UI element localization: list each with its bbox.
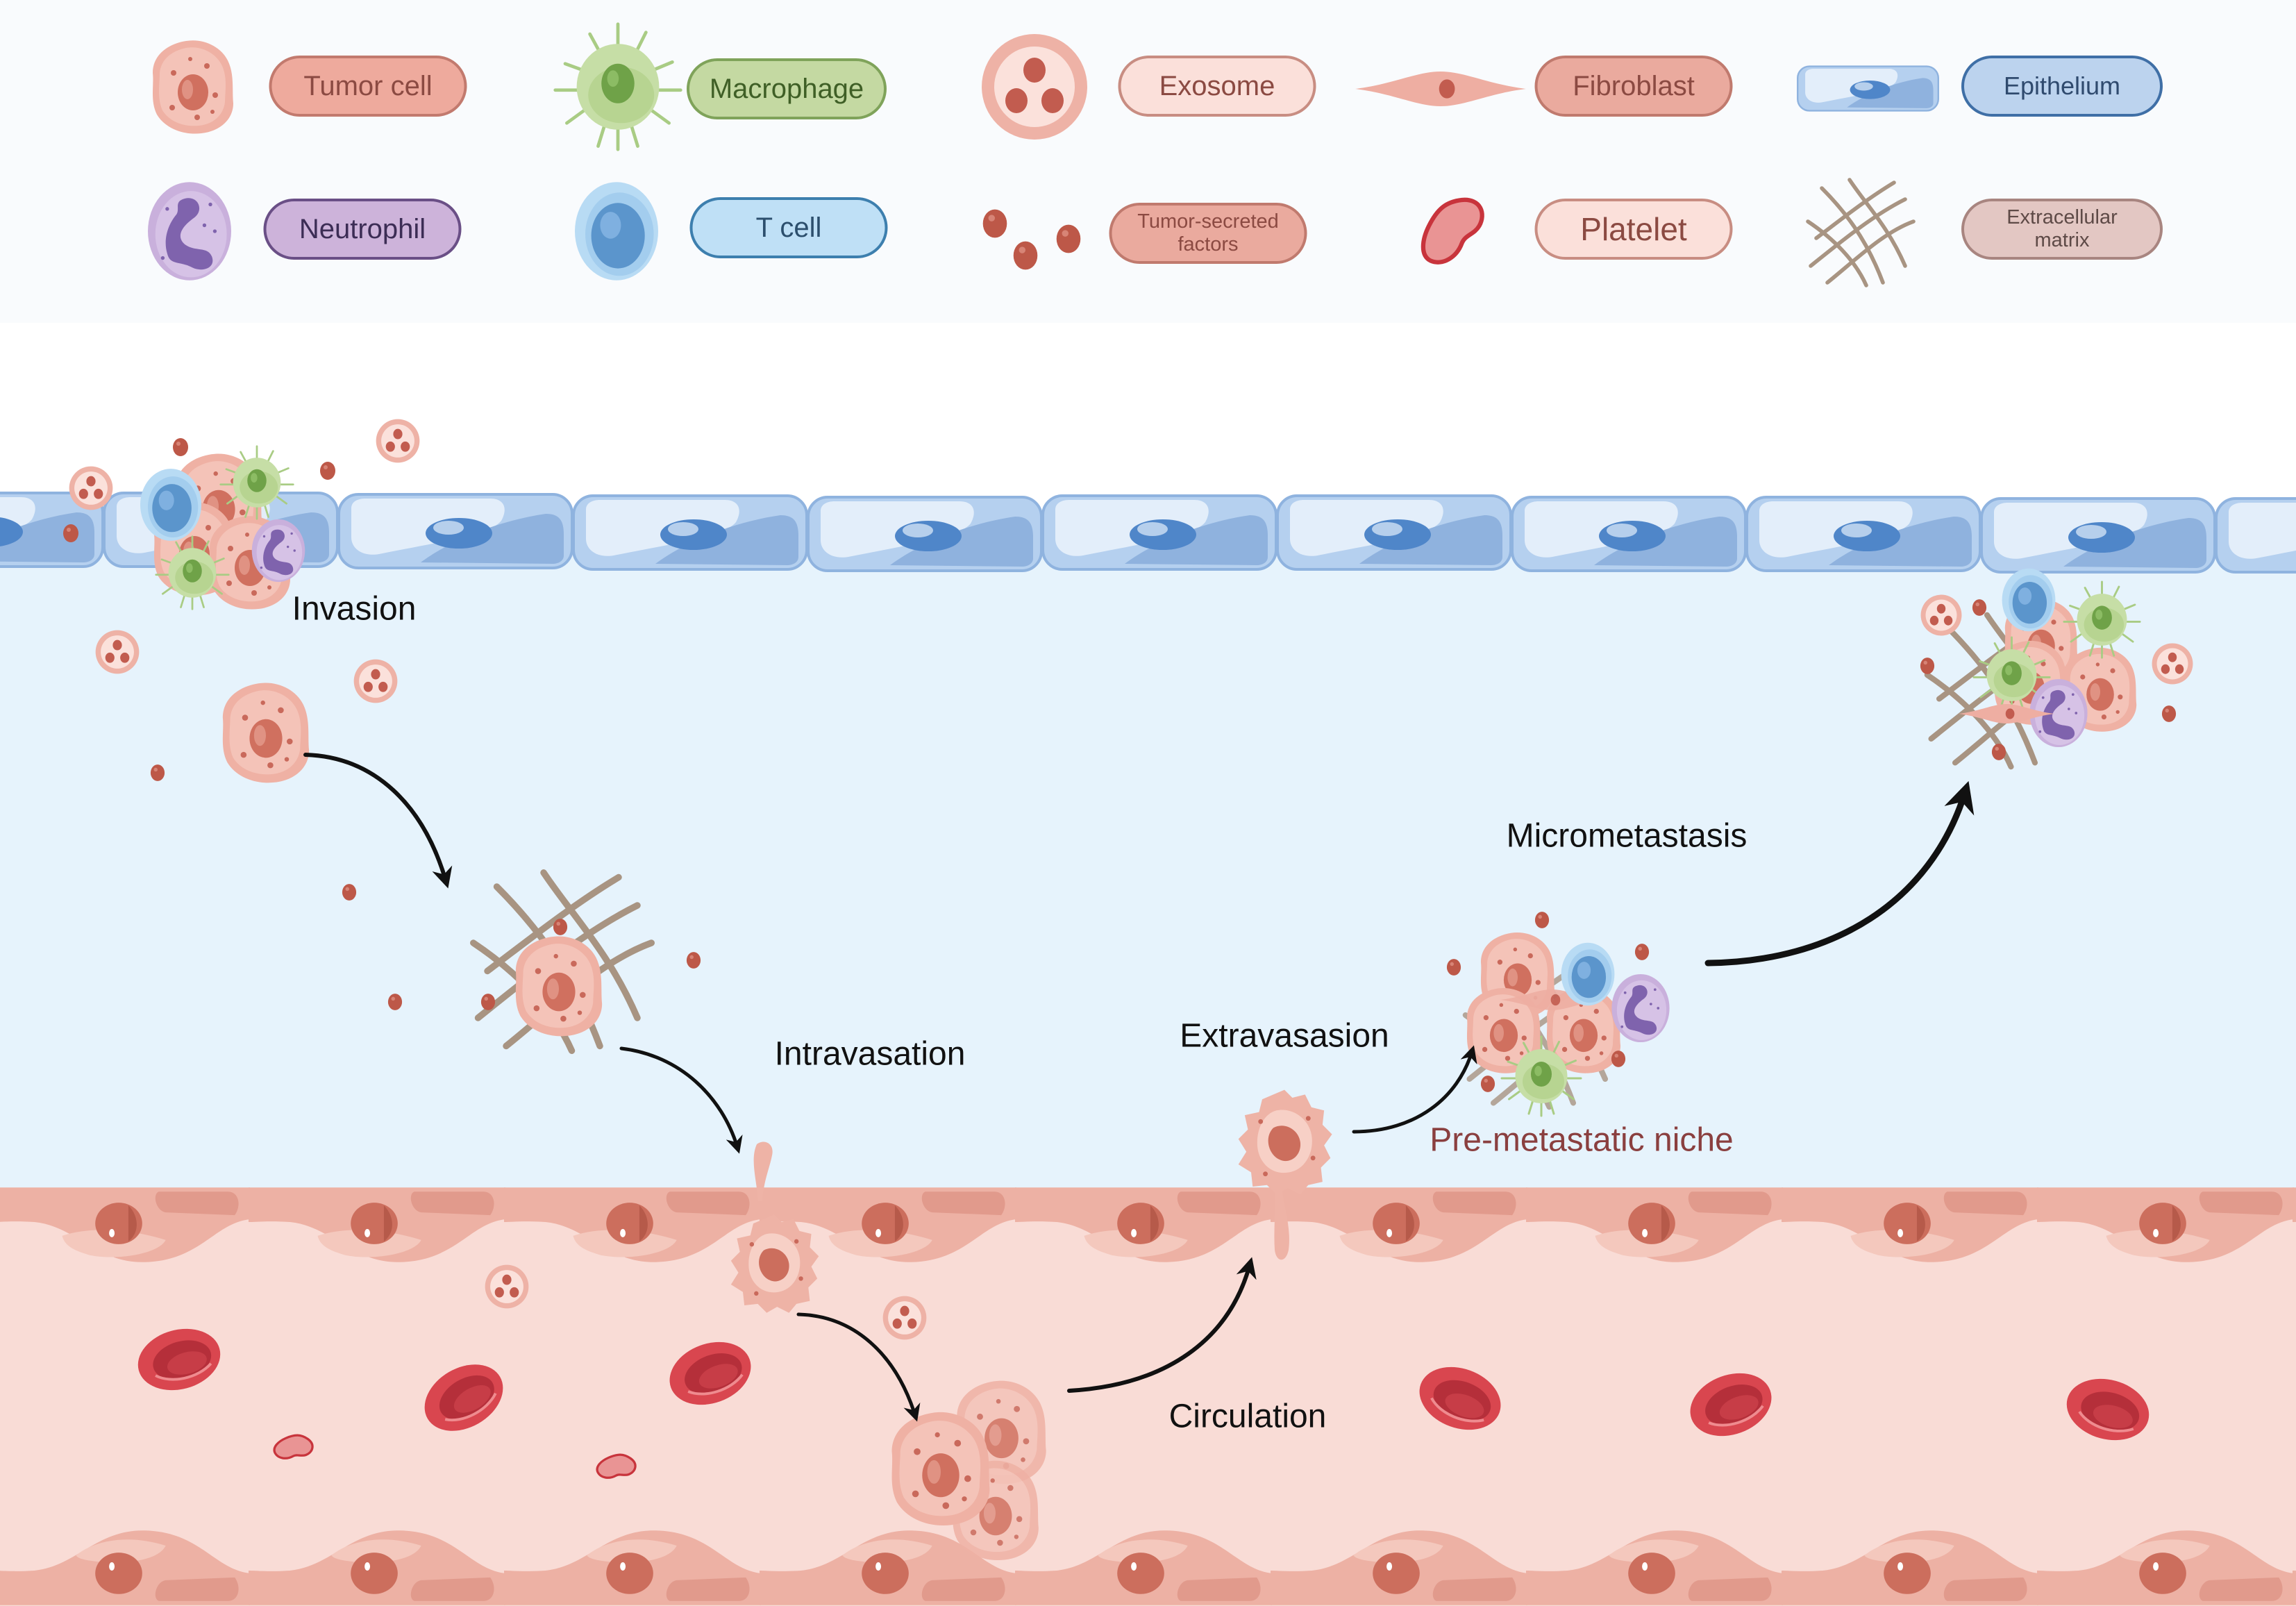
arrow-to-extravasation	[1067, 1257, 1257, 1393]
legend-label-exosome: Exosome	[1118, 56, 1316, 117]
tumor-cell-icon	[153, 40, 233, 134]
fibroblast-icon	[1355, 72, 1526, 106]
label-intravasation: Intravasation	[774, 1035, 966, 1073]
secreted-factor	[173, 438, 188, 456]
legend-label-tumor-cell: Tumor cell	[269, 56, 467, 117]
legend-text: Platelet	[1580, 210, 1687, 247]
epithelial-cell	[337, 493, 573, 569]
epithelial-cell	[1511, 496, 1747, 572]
legend-label-neutrophil: Neutrophil	[263, 199, 462, 260]
exosome	[69, 466, 113, 510]
extravasating-tumor-cell	[1238, 1089, 1332, 1260]
secreted-factor	[320, 462, 335, 480]
epithelial-cell	[2215, 497, 2296, 574]
legend-text: Neutrophil	[299, 214, 426, 244]
platelet-icon	[1423, 200, 1482, 262]
neutrophil-icon	[148, 182, 231, 281]
secreted-factor	[686, 952, 701, 969]
exosome-icon	[982, 34, 1087, 140]
tissue-background	[0, 514, 2296, 1208]
legend-text-line: Extracellular	[2006, 206, 2118, 228]
legend-label-epithelium: Epithelium	[1961, 56, 2163, 117]
arrow-to-intravasation	[619, 1046, 743, 1154]
epithelial-cell	[572, 494, 808, 571]
arrow-to-niche	[1352, 1045, 1477, 1134]
vessel-wall-top	[0, 1187, 2296, 1262]
label-circulation: Circulation	[1168, 1398, 1327, 1435]
legend-text-line: matrix	[2034, 229, 2090, 251]
epithelium-layer	[0, 492, 2296, 574]
exosome	[353, 659, 398, 703]
legend-panel	[0, 0, 2296, 323]
legend-text: Fibroblast	[1573, 71, 1695, 101]
secreted-factors-icon	[982, 209, 1081, 270]
secreted-factor	[150, 764, 165, 781]
exosome	[95, 630, 140, 674]
label-micrometastasis: Micrometastasis	[1506, 817, 1748, 855]
legend-text: T cell	[755, 212, 822, 243]
legend-label-fibroblast: Fibroblast	[1534, 56, 1733, 117]
tumor-cell	[515, 936, 603, 1037]
t-cell-icon	[575, 182, 658, 281]
secreted-factor	[387, 994, 403, 1010]
arrow-to-micrometastasis	[1704, 780, 1975, 967]
secreted-factor	[63, 524, 78, 542]
invading-tumor-cell	[222, 683, 310, 783]
epithelium-icon	[1797, 65, 1939, 112]
legend-text: Epithelium	[2003, 72, 2121, 101]
legend-label-macrophage: Macrophage	[687, 58, 887, 119]
macrophage-icon	[555, 24, 681, 150]
legend-text: Macrophage	[709, 74, 864, 104]
label-extravasation: Extravasasion	[1180, 1017, 1389, 1055]
t-cell	[140, 469, 201, 541]
secreted-factor	[553, 919, 568, 935]
epithelial-cell	[807, 496, 1043, 572]
arrow-invasion-to-ecm	[303, 753, 453, 889]
epithelial-cell	[1276, 494, 1512, 571]
intravasating-tumor-cell	[730, 1141, 819, 1313]
legend-text: Tumor cell	[303, 71, 433, 101]
legend-label-t-cell: T cell	[689, 197, 888, 258]
neutrophil	[251, 519, 305, 583]
epithelial-cell	[1041, 494, 1277, 571]
epithelial-cell	[1980, 497, 2216, 574]
arrow-to-circulation	[796, 1312, 921, 1422]
legend-label-platelet: Platelet	[1534, 199, 1733, 260]
exosome	[485, 1264, 529, 1309]
legend-text-line: Tumor-secreted	[1137, 210, 1279, 233]
process-arrows	[303, 753, 1975, 1422]
legend-text: Exosome	[1159, 71, 1275, 101]
epithelial-cell	[1745, 496, 1981, 572]
legend-text-line: factors	[1178, 233, 1239, 256]
label-invasion: Invasion	[292, 590, 417, 628]
exosome	[376, 419, 420, 463]
secreted-factor	[480, 994, 496, 1010]
ecm-icon	[1808, 180, 1913, 285]
secreted-factor	[342, 884, 357, 901]
exosome	[882, 1296, 927, 1340]
label-pre-metastatic-niche: Pre-metastatic niche	[1430, 1121, 1734, 1159]
